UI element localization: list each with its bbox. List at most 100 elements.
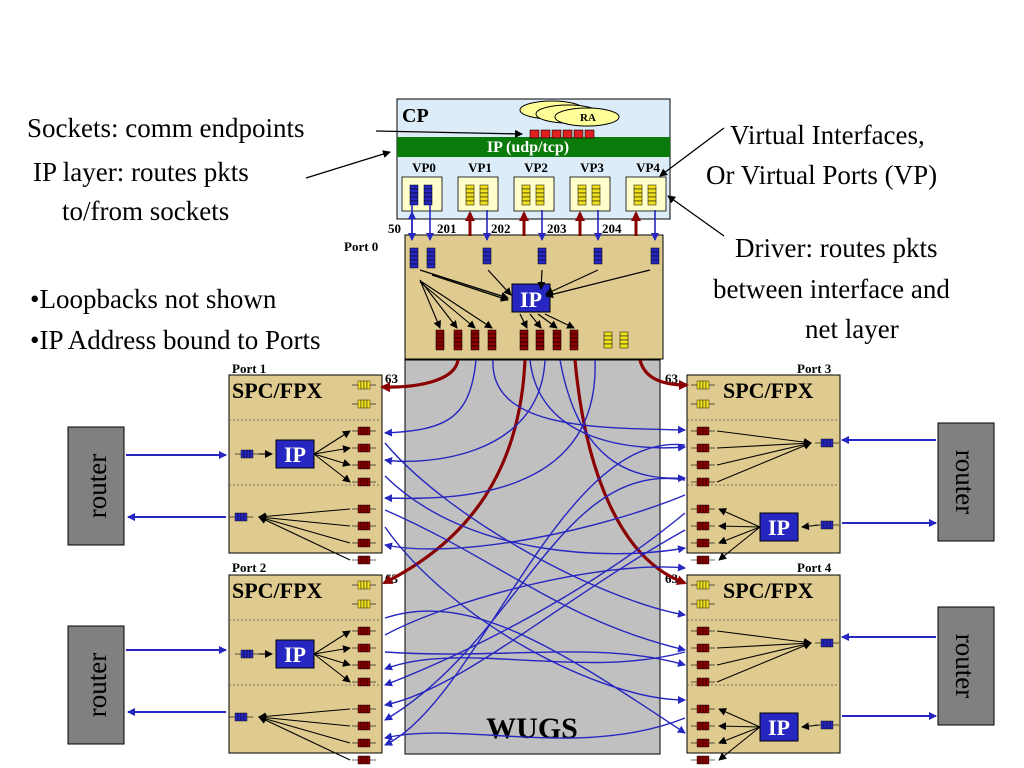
switch-link	[384, 494, 686, 551]
queue-cell	[357, 477, 362, 487]
red-queue	[691, 755, 715, 765]
virtual-if-annotation-2: Or Virtual Ports (VP)	[706, 160, 937, 190]
switch-link	[384, 717, 686, 741]
queue-cell	[519, 341, 529, 347]
queue-cell	[647, 192, 657, 198]
queue-cell	[696, 504, 701, 514]
queue-cell	[705, 643, 710, 653]
queue-cell	[360, 477, 365, 487]
vp-frame	[569, 176, 611, 212]
queue-cell	[569, 337, 579, 343]
socket-icon	[562, 129, 573, 139]
queue-cell	[423, 192, 433, 198]
queue-cell	[363, 721, 368, 731]
queue-cell	[360, 721, 365, 731]
router-right-1: router	[937, 422, 995, 542]
queue-cell	[409, 259, 419, 265]
loopbacks-note: •Loopbacks not shown	[30, 284, 277, 314]
vp-queue	[633, 184, 643, 206]
queue-cell	[360, 660, 365, 670]
queue-cell	[409, 251, 419, 257]
port63-link	[380, 359, 460, 393]
queue-cell	[465, 200, 475, 206]
queue-cell	[823, 638, 828, 648]
queue-cell	[603, 339, 613, 345]
queue-cell	[521, 192, 531, 198]
port0-out-queue	[435, 329, 445, 351]
queue-cell	[409, 255, 419, 261]
queue-cell	[705, 504, 710, 514]
port-ip-block	[275, 639, 315, 669]
queue-cell	[470, 329, 480, 335]
fan-arrow	[258, 515, 351, 544]
queue-cell	[619, 339, 629, 345]
fan-arrow	[313, 430, 351, 455]
queue-cell	[826, 720, 831, 730]
vp-number: 50	[388, 221, 401, 236]
port0-in-queue	[409, 247, 419, 269]
virtual-if-annotation-1: Virtual Interfaces,	[730, 120, 925, 150]
annotation-pointers	[305, 127, 725, 237]
socket-icon	[584, 129, 595, 139]
queue-cell	[435, 337, 445, 343]
switch-link	[384, 359, 477, 437]
red-queue	[352, 643, 376, 653]
queue-cell	[435, 341, 445, 347]
driver-annotation-1: Driver: routes pkts	[735, 233, 937, 263]
queue-cell	[360, 460, 365, 470]
queue-cell	[366, 660, 371, 670]
queue-cell	[470, 341, 480, 347]
queue-cell	[465, 188, 475, 194]
queue-cell	[699, 721, 704, 731]
queue-cell	[820, 438, 825, 448]
port-number: 63	[385, 371, 399, 386]
queue-cell	[702, 477, 707, 487]
queue-cell	[366, 538, 371, 548]
yellow-queue	[691, 599, 715, 609]
queue-cell	[552, 345, 562, 351]
queue-cell	[696, 677, 701, 687]
queue-cell	[487, 341, 497, 347]
queue-cell	[363, 755, 368, 765]
queue-cell	[577, 184, 587, 190]
port-ip-block	[759, 712, 799, 742]
port0-out-queue	[470, 329, 480, 351]
queue-cell	[357, 555, 362, 565]
queue-cell	[366, 521, 371, 531]
queue-cell	[423, 196, 433, 202]
queue-cell	[360, 704, 365, 714]
queue-cell	[357, 599, 362, 609]
queue-cell	[569, 345, 579, 351]
cp-title: CP	[402, 105, 429, 127]
queue-cell	[702, 721, 707, 731]
queue-cell	[699, 704, 704, 714]
queue-cell	[240, 649, 245, 659]
switch-link	[384, 512, 686, 687]
queue-cell	[465, 196, 475, 202]
queue-cell	[702, 677, 707, 687]
wugs-switch	[404, 359, 661, 755]
queue-cell	[823, 720, 828, 730]
fan-arrow	[718, 526, 761, 545]
port-title: SPC/FPX	[723, 378, 814, 403]
queue-cell	[409, 200, 419, 206]
queue-cell	[479, 188, 489, 194]
queue-cell	[482, 259, 492, 265]
queue-cell	[699, 460, 704, 470]
queue-cell	[360, 426, 365, 436]
queue-cell	[479, 192, 489, 198]
queue-cell	[357, 704, 362, 714]
queue-cell	[702, 704, 707, 714]
ip-address-note: •IP Address bound to Ports	[30, 325, 320, 355]
fan-arrow	[801, 522, 820, 531]
fan-arrow	[718, 722, 761, 731]
loopback-arrow	[419, 279, 441, 329]
queue-cell	[234, 712, 239, 722]
vp-label: VP2	[524, 160, 548, 175]
queue-cell	[696, 521, 701, 531]
queue-cell	[453, 345, 463, 351]
queue-cell	[465, 184, 475, 190]
fan-arrow	[716, 430, 812, 447]
fan-arrow	[718, 522, 761, 531]
